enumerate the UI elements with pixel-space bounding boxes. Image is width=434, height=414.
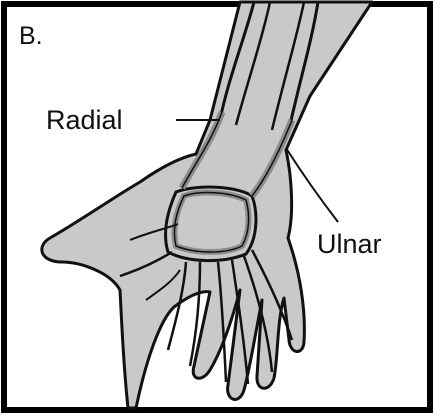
panel-letter: B. xyxy=(19,24,43,49)
ulnar-label: Ulnar xyxy=(317,231,382,258)
radial-label: Radial xyxy=(46,107,123,134)
ulnar-leader-line xyxy=(286,148,338,222)
